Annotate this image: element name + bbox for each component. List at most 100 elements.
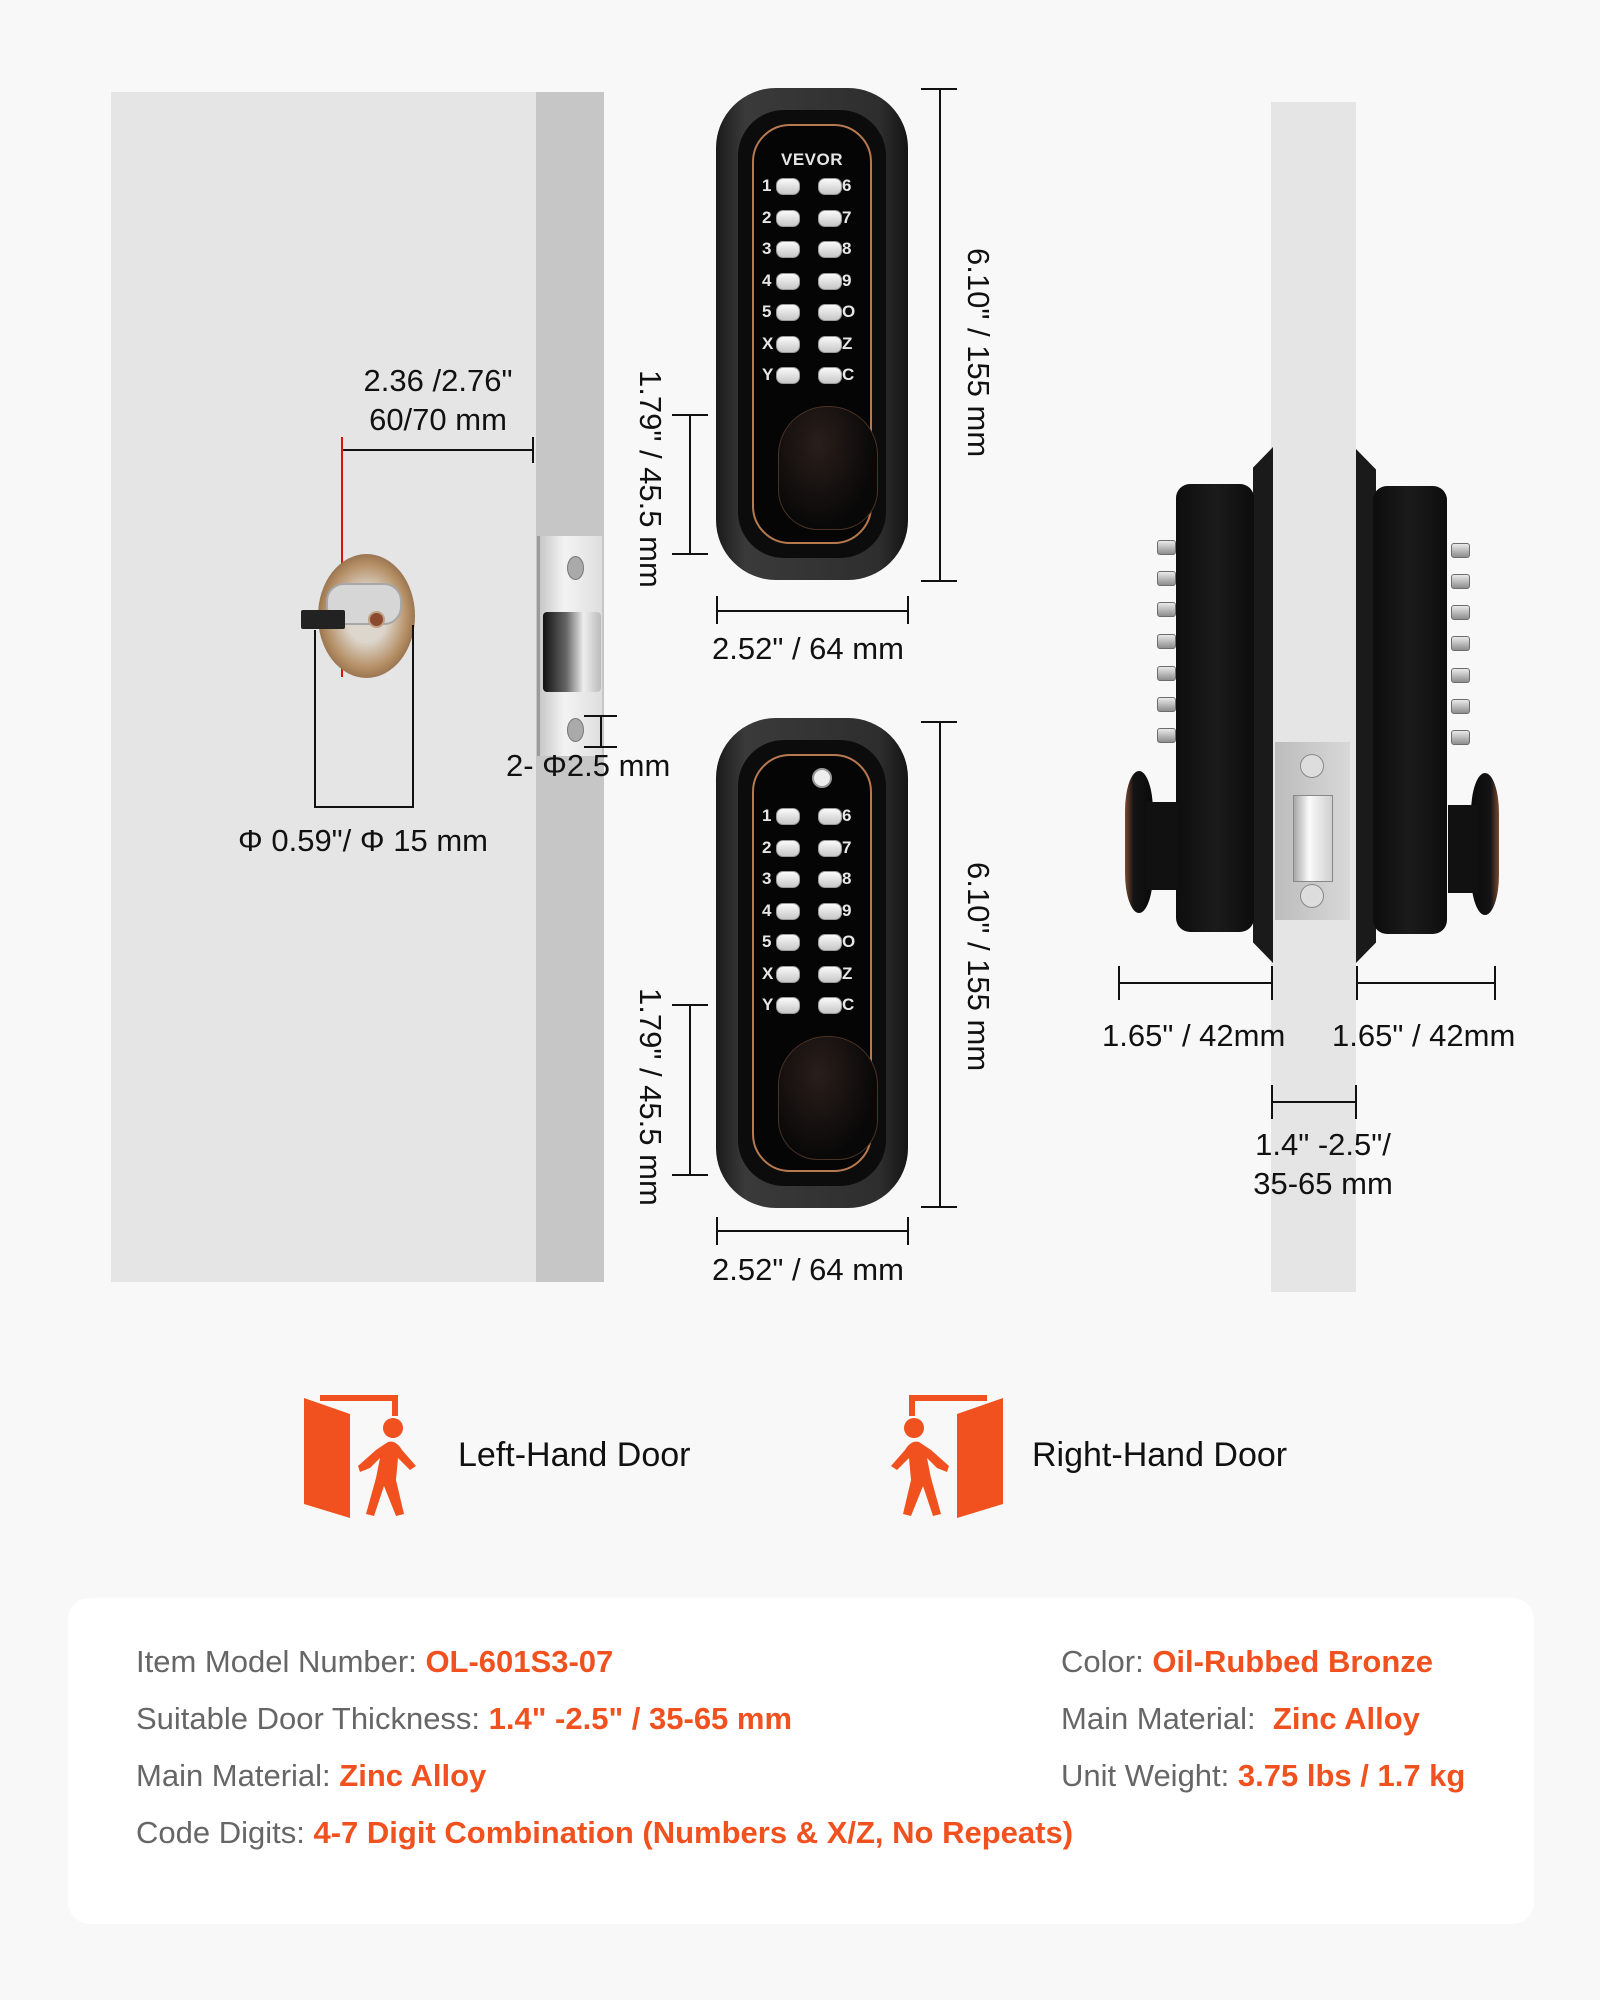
brand-logo: VEVOR <box>780 150 844 169</box>
key-label: 5 <box>762 302 772 321</box>
lock-body-left <box>1176 484 1254 932</box>
key-button[interactable] <box>776 241 800 258</box>
key-label: O <box>842 302 856 321</box>
key-button[interactable] <box>776 272 800 290</box>
key-button[interactable] <box>818 209 842 227</box>
height-dim-tick-bottom <box>921 580 957 582</box>
key-button[interactable] <box>818 934 842 951</box>
key-button[interactable] <box>818 304 842 321</box>
key-button[interactable] <box>776 367 800 384</box>
key-label: Z <box>842 333 853 353</box>
spec-door-thickness: Suitable Door Thickness: 1.4" -2.5" / 35… <box>136 1701 792 1737</box>
spec-value: OL-601S3-07 <box>425 1644 614 1679</box>
key-button[interactable] <box>776 839 800 857</box>
thumb-knob[interactable] <box>778 406 878 530</box>
key-button[interactable] <box>818 335 842 353</box>
thickness-dim-tick <box>1355 1085 1357 1119</box>
key-button[interactable] <box>818 808 842 825</box>
escutcheon-right <box>1356 449 1376 963</box>
depth-dim-line-left <box>1118 982 1273 984</box>
left-depth-dimension: 1.65" / 42mm <box>1102 1018 1286 1053</box>
key-pin-left <box>1157 540 1176 555</box>
key-button[interactable] <box>776 178 800 195</box>
key-pin-right <box>1451 605 1470 620</box>
spec-main-material-2: Main Material: Zinc Alloy <box>1061 1701 1420 1737</box>
key-label: Z <box>842 963 853 983</box>
height-dim-line <box>939 88 941 581</box>
key-label: 7 <box>842 837 852 857</box>
key-label: Y <box>762 365 774 384</box>
screw-dim-tick-bottom <box>584 746 617 748</box>
depth-dim-line-right <box>1356 982 1495 984</box>
key-button[interactable] <box>818 902 842 920</box>
key-button[interactable] <box>776 997 800 1014</box>
depth-dim-tick <box>1494 966 1496 1000</box>
key-button[interactable] <box>776 808 800 825</box>
spec-value: Zinc Alloy <box>339 1758 487 1793</box>
knob-dim-tick-bottom <box>672 1174 708 1176</box>
key-button[interactable] <box>818 997 842 1014</box>
key-button[interactable] <box>818 871 842 888</box>
key-label: 8 <box>842 869 852 888</box>
screw-hole-dimension: 2- Φ2.5 mm <box>506 748 671 783</box>
key-button[interactable] <box>776 871 800 888</box>
spec-value: Oil-Rubbed Bronze <box>1152 1644 1434 1679</box>
key-button[interactable] <box>776 965 800 983</box>
height-dim-line <box>939 721 941 1207</box>
key-button[interactable] <box>818 367 842 384</box>
key-button[interactable] <box>818 965 842 983</box>
knob-dim-line <box>689 1004 691 1175</box>
strike-screw-bottom <box>1300 884 1324 908</box>
thickness-dim-tick <box>1271 1085 1273 1119</box>
thickness-dim-line <box>1271 1101 1357 1103</box>
latch-bolt <box>543 612 601 692</box>
key-button[interactable] <box>776 209 800 227</box>
key-button[interactable] <box>818 241 842 258</box>
depth-dim-tick <box>1118 966 1120 1000</box>
key-label: 1 <box>762 806 772 825</box>
key-label: Y <box>762 995 774 1014</box>
spec-value: Zinc Alloy <box>1272 1701 1420 1736</box>
key-label: X <box>762 963 774 983</box>
strike-screw-top <box>1300 754 1324 778</box>
spec-main-material: Main Material: Zinc Alloy <box>136 1758 486 1794</box>
key-label: 6 <box>842 806 852 825</box>
key-button[interactable] <box>776 934 800 951</box>
key-pin-left <box>1157 634 1176 649</box>
key-button[interactable] <box>818 272 842 290</box>
key-label: 7 <box>842 207 852 227</box>
key-button[interactable] <box>776 902 800 920</box>
key-label: 8 <box>842 239 852 258</box>
key-button[interactable] <box>818 839 842 857</box>
key-button[interactable] <box>776 304 800 321</box>
key-pin-right <box>1451 699 1470 714</box>
spec-value: 3.75 lbs / 1.7 kg <box>1237 1758 1466 1793</box>
key-pin-left <box>1157 728 1176 743</box>
spindle-dim-ext-right <box>412 625 414 806</box>
key-label: 2 <box>762 837 772 857</box>
thumb-knob[interactable] <box>778 1036 878 1160</box>
spec-label: Code Digits: <box>136 1815 314 1850</box>
spindle-dim-ext-left <box>314 630 316 806</box>
width-dim-line <box>716 1230 909 1232</box>
latch-tongue <box>1293 795 1333 882</box>
spec-label: Item Model Number: <box>136 1644 426 1679</box>
spindle-hole-dimension: Φ 0.59"/ Φ 15 mm <box>238 823 488 858</box>
latch-screw-top <box>567 556 584 580</box>
right-hand-door-label: Right-Hand Door <box>1032 1436 1288 1474</box>
spec-label: Main Material: <box>136 1758 340 1793</box>
key-button[interactable] <box>776 335 800 353</box>
key-label: C <box>842 365 855 384</box>
key-button[interactable] <box>818 178 842 195</box>
